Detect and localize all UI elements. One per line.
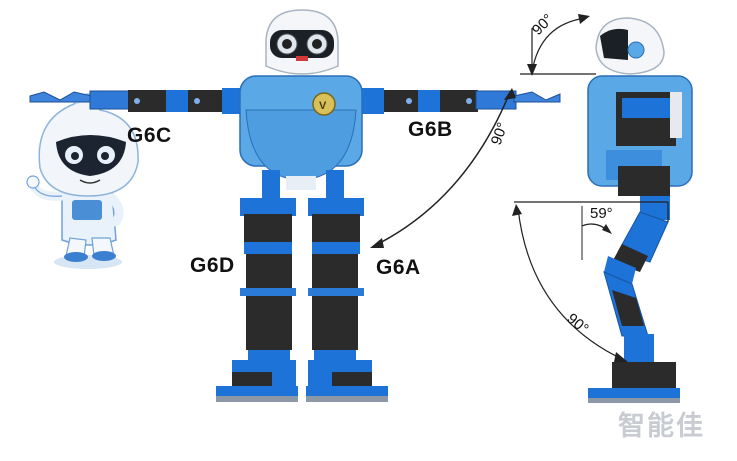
right-leg [306, 198, 388, 402]
knee-bend-angle: 59° [590, 205, 613, 222]
side-head [595, 17, 665, 75]
arm-sweep-angle: 90° [488, 120, 512, 147]
label-g6b: G6B [408, 118, 453, 141]
head [265, 9, 339, 75]
left-arm [29, 88, 244, 114]
mascot-figure [26, 93, 139, 269]
head-side-angle: 90° [529, 11, 557, 39]
svg-text:V: V [319, 100, 327, 112]
label-g6d: G6D [190, 254, 235, 277]
robot-front-view: V [29, 9, 561, 402]
robot-side-view [587, 17, 693, 403]
torso: V [239, 75, 363, 190]
leg-sweep-angle: 90° [563, 310, 591, 338]
left-leg [216, 198, 298, 402]
head-angle-marker: 90° [520, 11, 596, 76]
arm-sweep-arc: 90° [370, 88, 516, 248]
label-g6a: G6A [376, 256, 421, 279]
label-g6c: G6C [127, 124, 172, 147]
right-arm [362, 88, 561, 114]
watermark-text: 智能佳 [618, 411, 705, 442]
